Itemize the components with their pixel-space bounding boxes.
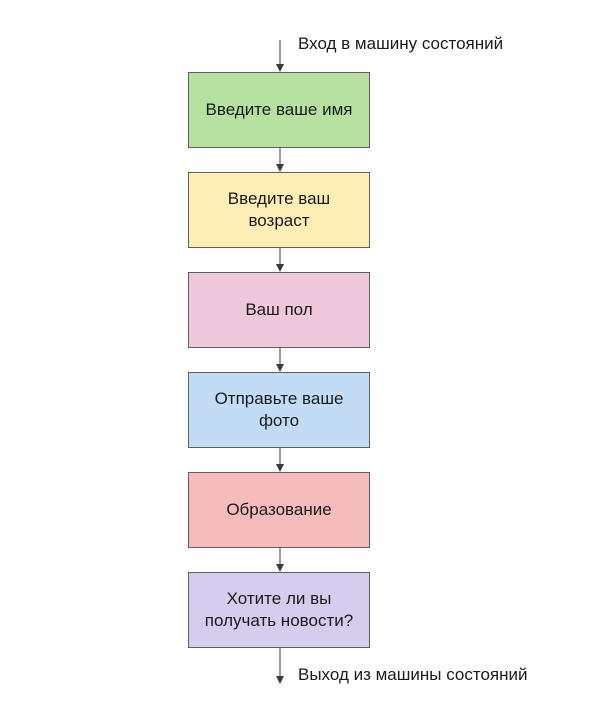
state-education-label: Образование xyxy=(226,500,332,519)
state-enter-name: Введите ваше имя xyxy=(188,72,370,148)
state-enter-age: Введите ваш возраст xyxy=(188,172,370,248)
state-send-photo-label: Отправьте ваше фото xyxy=(214,389,344,430)
state-gender: Ваш пол xyxy=(188,272,370,348)
exit-label: Выход из машины состояний xyxy=(298,665,528,684)
state-education: Образование xyxy=(188,472,370,548)
state-newsletter: Хотите ли вы получать новости? xyxy=(188,572,370,648)
state-newsletter-label: Хотите ли вы получать новости? xyxy=(204,589,354,630)
state-send-photo: Отправьте ваше фото xyxy=(188,372,370,448)
state-enter-name-label: Введите ваше имя xyxy=(205,100,353,119)
entry-label: Вход в машину состояний xyxy=(298,34,504,53)
state-gender-label: Ваш пол xyxy=(245,300,313,319)
state-enter-age-label: Введите ваш возраст xyxy=(227,189,331,230)
